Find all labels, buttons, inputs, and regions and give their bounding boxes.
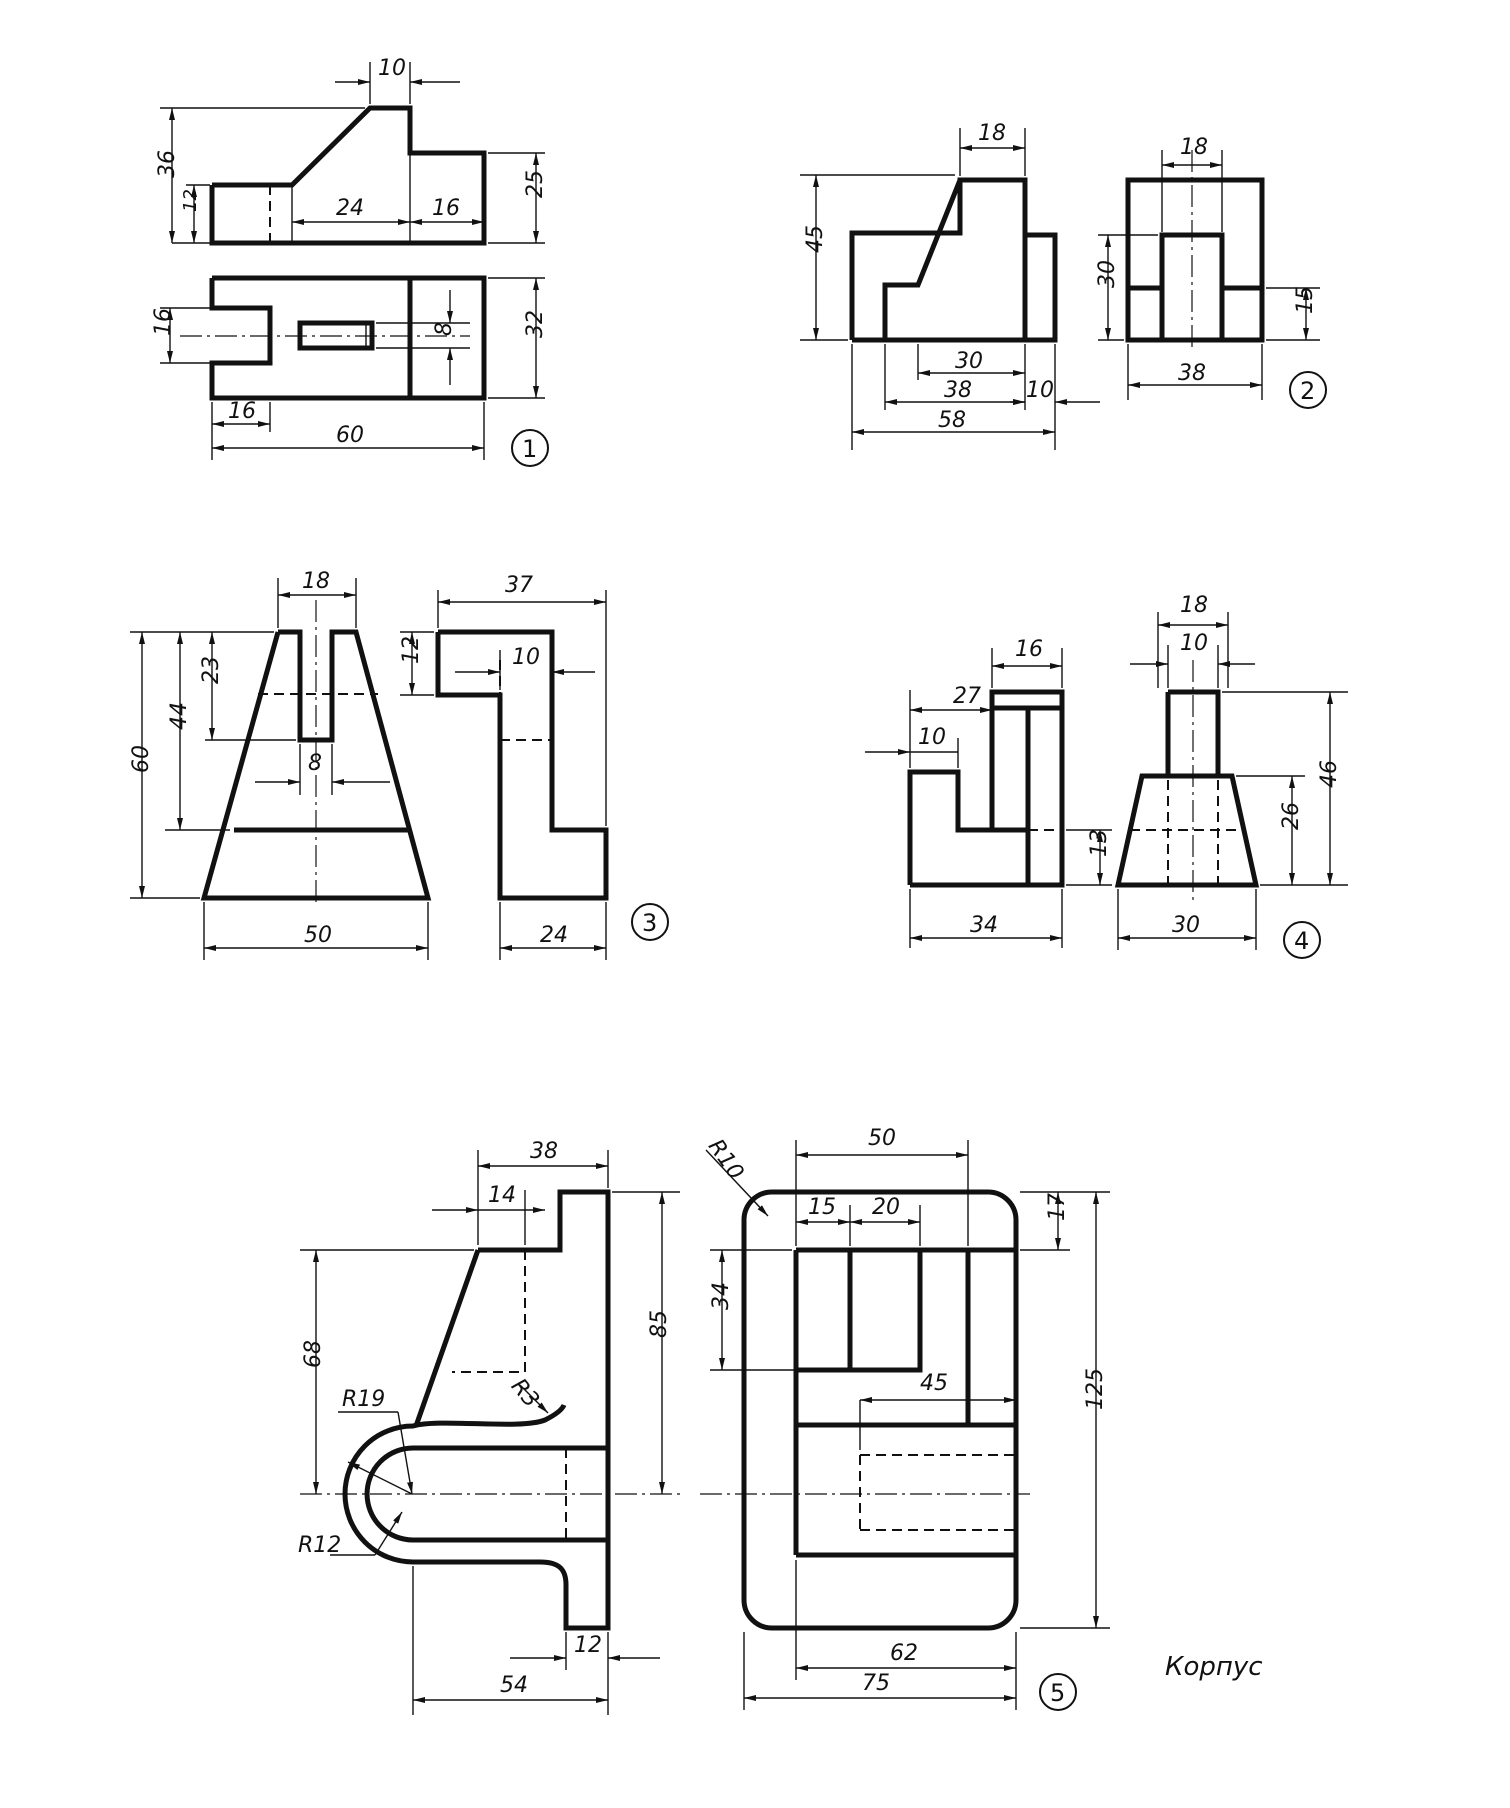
figure-number: 2 xyxy=(1300,377,1315,405)
fig1-front-view xyxy=(209,105,487,246)
dim-label: 58 xyxy=(938,408,966,433)
dim-label: 18 xyxy=(1180,135,1208,160)
dim-label: 50 xyxy=(304,923,332,948)
figure-number: 3 xyxy=(642,909,657,937)
dim-label: 30 xyxy=(955,349,983,374)
dim-label: 46 xyxy=(1317,760,1342,788)
dim-label: 24 xyxy=(336,196,364,221)
fig2-front-view xyxy=(849,177,1058,343)
figure-number: 5 xyxy=(1050,1679,1065,1707)
dim-label: 25 xyxy=(523,170,548,198)
figure-title: Корпус xyxy=(1165,1652,1263,1682)
fig4-number-marker: 4 xyxy=(1283,921,1321,959)
fig1-top-view xyxy=(180,275,487,401)
dim-label: 75 xyxy=(862,1671,890,1696)
figure-number: 1 xyxy=(522,435,537,463)
dim-label: 30 xyxy=(1172,913,1200,938)
dim-label: 12 xyxy=(574,1633,602,1658)
dim-label: 18 xyxy=(302,569,330,594)
fig2-side-view xyxy=(1125,150,1265,350)
dim-label: 38 xyxy=(1178,361,1206,386)
dim-label: 60 xyxy=(336,423,364,448)
dim-label: 13 xyxy=(1087,829,1112,857)
fig3-side-view xyxy=(435,629,609,901)
fig3-number-marker: 3 xyxy=(631,903,669,941)
dim-label: 18 xyxy=(978,121,1006,146)
figure-2: 18 45 30 38 10 58 18 30 15 38 2 xyxy=(800,121,1327,450)
dim-label: 36 xyxy=(155,150,180,178)
dim-label: 8 xyxy=(308,751,322,776)
dim-label: 45 xyxy=(803,225,828,253)
dim-label: 60 xyxy=(129,745,154,773)
dim-label: 27 xyxy=(953,684,981,709)
dim-label: 45 xyxy=(920,1371,948,1396)
dim-label: 12 xyxy=(399,636,424,664)
dim-label: R19 xyxy=(342,1387,385,1412)
figure-1: 10 36 12 24 16 25 16 8 32 16 60 1 xyxy=(151,56,549,467)
dim-label: 10 xyxy=(1026,378,1054,403)
fig5-front-view xyxy=(700,1189,1030,1631)
fig3-dimensions xyxy=(130,578,607,960)
dim-label: 12 xyxy=(180,189,201,212)
fig4-side-view xyxy=(1114,660,1260,900)
dim-label: 14 xyxy=(488,1183,516,1208)
fig4-dimensions xyxy=(865,612,1348,950)
dim-label: 10 xyxy=(378,56,406,81)
dim-label: 44 xyxy=(167,702,192,730)
fig1-dimension-labels: 10 36 12 24 16 25 16 8 32 16 60 xyxy=(151,56,548,448)
figure-number: 4 xyxy=(1294,927,1309,955)
dim-label: 125 xyxy=(1083,1368,1108,1410)
fig5-number-marker: 5 xyxy=(1039,1673,1077,1711)
fig1-dimensions xyxy=(160,62,545,460)
dim-label: 34 xyxy=(709,1282,734,1310)
dim-label: 85 xyxy=(647,1310,672,1338)
dim-label: 8 xyxy=(432,322,457,336)
dim-label: 15 xyxy=(1293,286,1318,314)
dim-label: R3 xyxy=(506,1374,544,1413)
dim-label: 50 xyxy=(868,1126,896,1151)
dim-label: 62 xyxy=(890,1641,918,1666)
figure-5: 38 14 68 85 R19 R3 R12 12 54 R10 50 15 2… xyxy=(298,1126,1263,1715)
fig2-dimension-labels: 18 45 30 38 10 58 18 30 15 38 xyxy=(803,121,1318,433)
dim-label: 34 xyxy=(970,913,998,938)
dim-label: 24 xyxy=(540,923,568,948)
dim-label: 30 xyxy=(1095,260,1120,288)
fig3-dimension-labels: 18 60 44 23 8 50 37 12 10 24 xyxy=(129,569,568,948)
dim-label: 23 xyxy=(199,656,224,684)
fig5-side-view xyxy=(300,1189,680,1631)
figure-4: 16 27 10 34 13 18 10 46 26 30 4 xyxy=(865,593,1348,959)
figure-3: 18 60 44 23 8 50 37 12 10 24 3 xyxy=(129,569,669,960)
dim-label: 16 xyxy=(228,399,256,424)
dim-label: 68 xyxy=(301,1340,326,1368)
dim-label: 26 xyxy=(1279,802,1304,830)
dim-label: 16 xyxy=(432,196,460,221)
fig4-front-view xyxy=(907,689,1065,888)
fig4-dimension-labels: 16 27 10 34 13 18 10 46 26 30 xyxy=(918,593,1342,938)
dim-label: 20 xyxy=(872,1195,900,1220)
dim-label: 54 xyxy=(500,1673,528,1698)
fig2-number-marker: 2 xyxy=(1289,371,1327,409)
fig2-dimensions xyxy=(800,128,1320,450)
fig3-front-view xyxy=(200,600,432,905)
dim-label: 37 xyxy=(505,573,533,598)
fig1-number-marker: 1 xyxy=(511,429,549,467)
dim-label: 16 xyxy=(151,308,176,336)
dim-label: R10 xyxy=(703,1135,748,1185)
dim-label: R12 xyxy=(298,1533,341,1558)
dim-label: 10 xyxy=(512,645,540,670)
dim-label: 18 xyxy=(1180,593,1208,618)
fig5-dimensions xyxy=(300,1140,1110,1715)
dim-label: 38 xyxy=(530,1139,558,1164)
dim-label: 10 xyxy=(1180,631,1208,656)
dim-label: 32 xyxy=(523,310,548,338)
dim-label: 10 xyxy=(918,725,946,750)
dim-label: 16 xyxy=(1015,637,1043,662)
dim-label: 15 xyxy=(808,1195,836,1220)
dim-label: 38 xyxy=(944,378,972,403)
dim-label: 17 xyxy=(1045,1193,1070,1221)
